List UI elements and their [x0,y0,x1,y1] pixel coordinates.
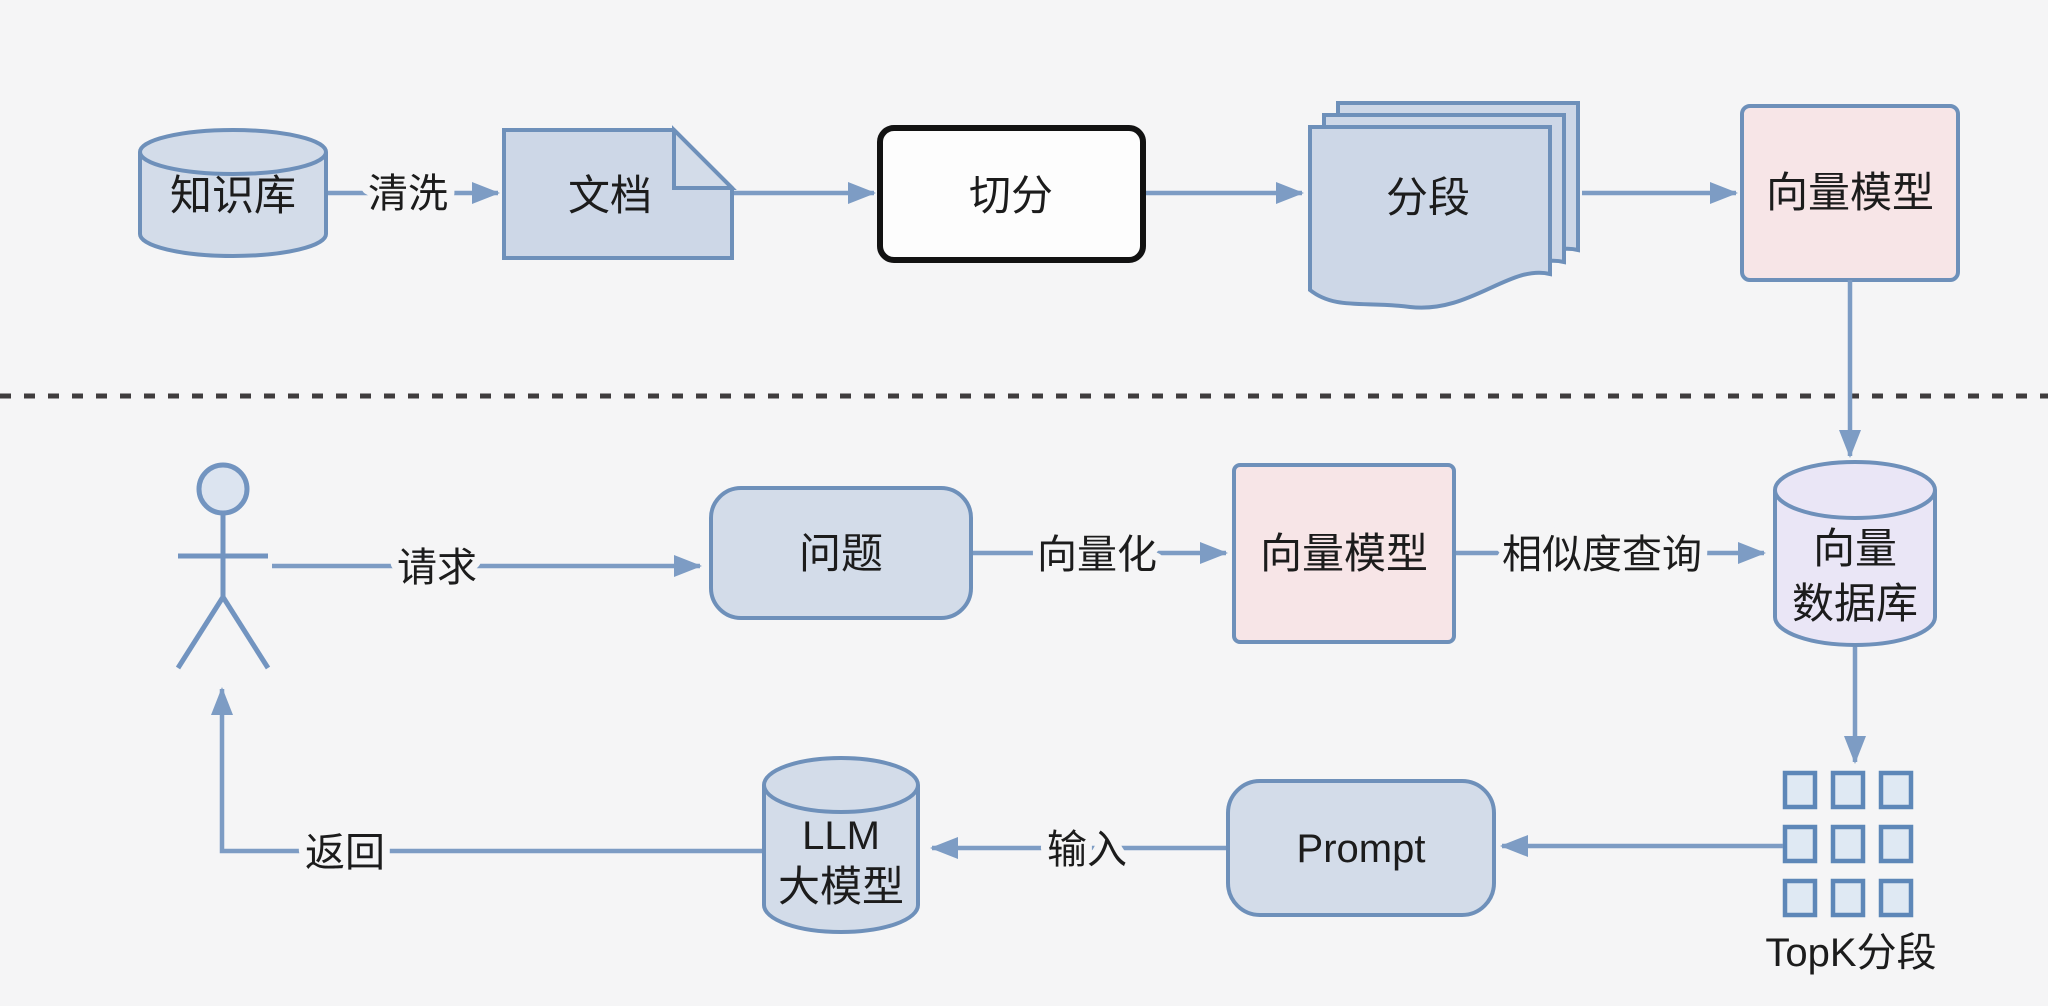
knowledge-base-cylinder: 知识库 [138,128,328,258]
vector-db-label-line2: 数据库 [1792,580,1918,627]
topk-cell [1830,878,1866,918]
vector-model-indexing-box: 向量模型 [1740,104,1960,282]
question-box: 问题 [709,486,973,620]
vector-model-query-label: 向量模型 [1260,530,1428,577]
llm-cylinder-top [762,756,920,814]
topk-cell [1782,878,1818,918]
llm-cylinder: LLM 大模型 [762,756,920,934]
split-box: 切分 [877,125,1146,263]
knowledge-base-label: 知识库 [170,172,296,219]
topk-cell [1878,878,1914,918]
knowledge-base-cylinder-body [138,152,328,258]
vector-db-label-line1: 向量 [1813,525,1897,572]
request-edge-label: 请求 [397,546,477,590]
document-fold-corner [672,125,737,190]
user-head [196,462,250,516]
topk-cell [1830,824,1866,864]
document-shape: 文档 [502,125,737,260]
knowledge-base-cylinder-top [138,128,328,176]
vector-model-query-rect [1232,463,1456,644]
vector-db-cylinder-body [1773,490,1937,647]
topk-cell [1782,824,1818,864]
topk-cell [1830,770,1866,810]
segments-label: 分段 [1386,174,1470,221]
prompt-label: Prompt [1297,827,1426,871]
split-box-rect [877,125,1146,263]
topk-label: TopK分段 [1765,931,1936,975]
split-label: 切分 [969,172,1053,219]
return-edge [211,687,762,854]
llm-cylinder-body [762,785,920,934]
segments-stack: 分段 [1308,101,1580,310]
document-label: 文档 [568,172,652,219]
user-stick-figure [175,462,271,670]
llm-label-line1: LLM [802,814,880,858]
vector-model-query-box: 向量模型 [1232,463,1456,644]
question-rect [709,486,973,620]
question-label: 问题 [799,530,883,577]
vector-model-indexing-label: 向量模型 [1766,169,1934,216]
prompt-box: Prompt [1226,779,1496,917]
llm-label-line2: 大模型 [778,863,904,910]
topk-cell [1782,770,1818,810]
similarity-query-edge-label: 相似度查询 [1502,533,1702,577]
vector-db-cylinder-top [1773,460,1937,520]
user-leg-right [220,595,271,670]
topk-cell [1878,824,1914,864]
vectorize-edge-label: 向量化 [1037,533,1157,577]
prompt-rect [1226,779,1496,917]
input-edge-label: 输入 [1047,828,1127,872]
return-edge-label: 返回 [305,831,385,875]
vector-db-cylinder: 向量 数据库 [1773,460,1937,647]
topk-cell [1878,770,1914,810]
topk-grid [1782,770,1914,918]
user-leg-left [175,595,226,670]
segments-sheet-front [1308,125,1552,310]
clean-edge-label: 清洗 [368,172,448,216]
